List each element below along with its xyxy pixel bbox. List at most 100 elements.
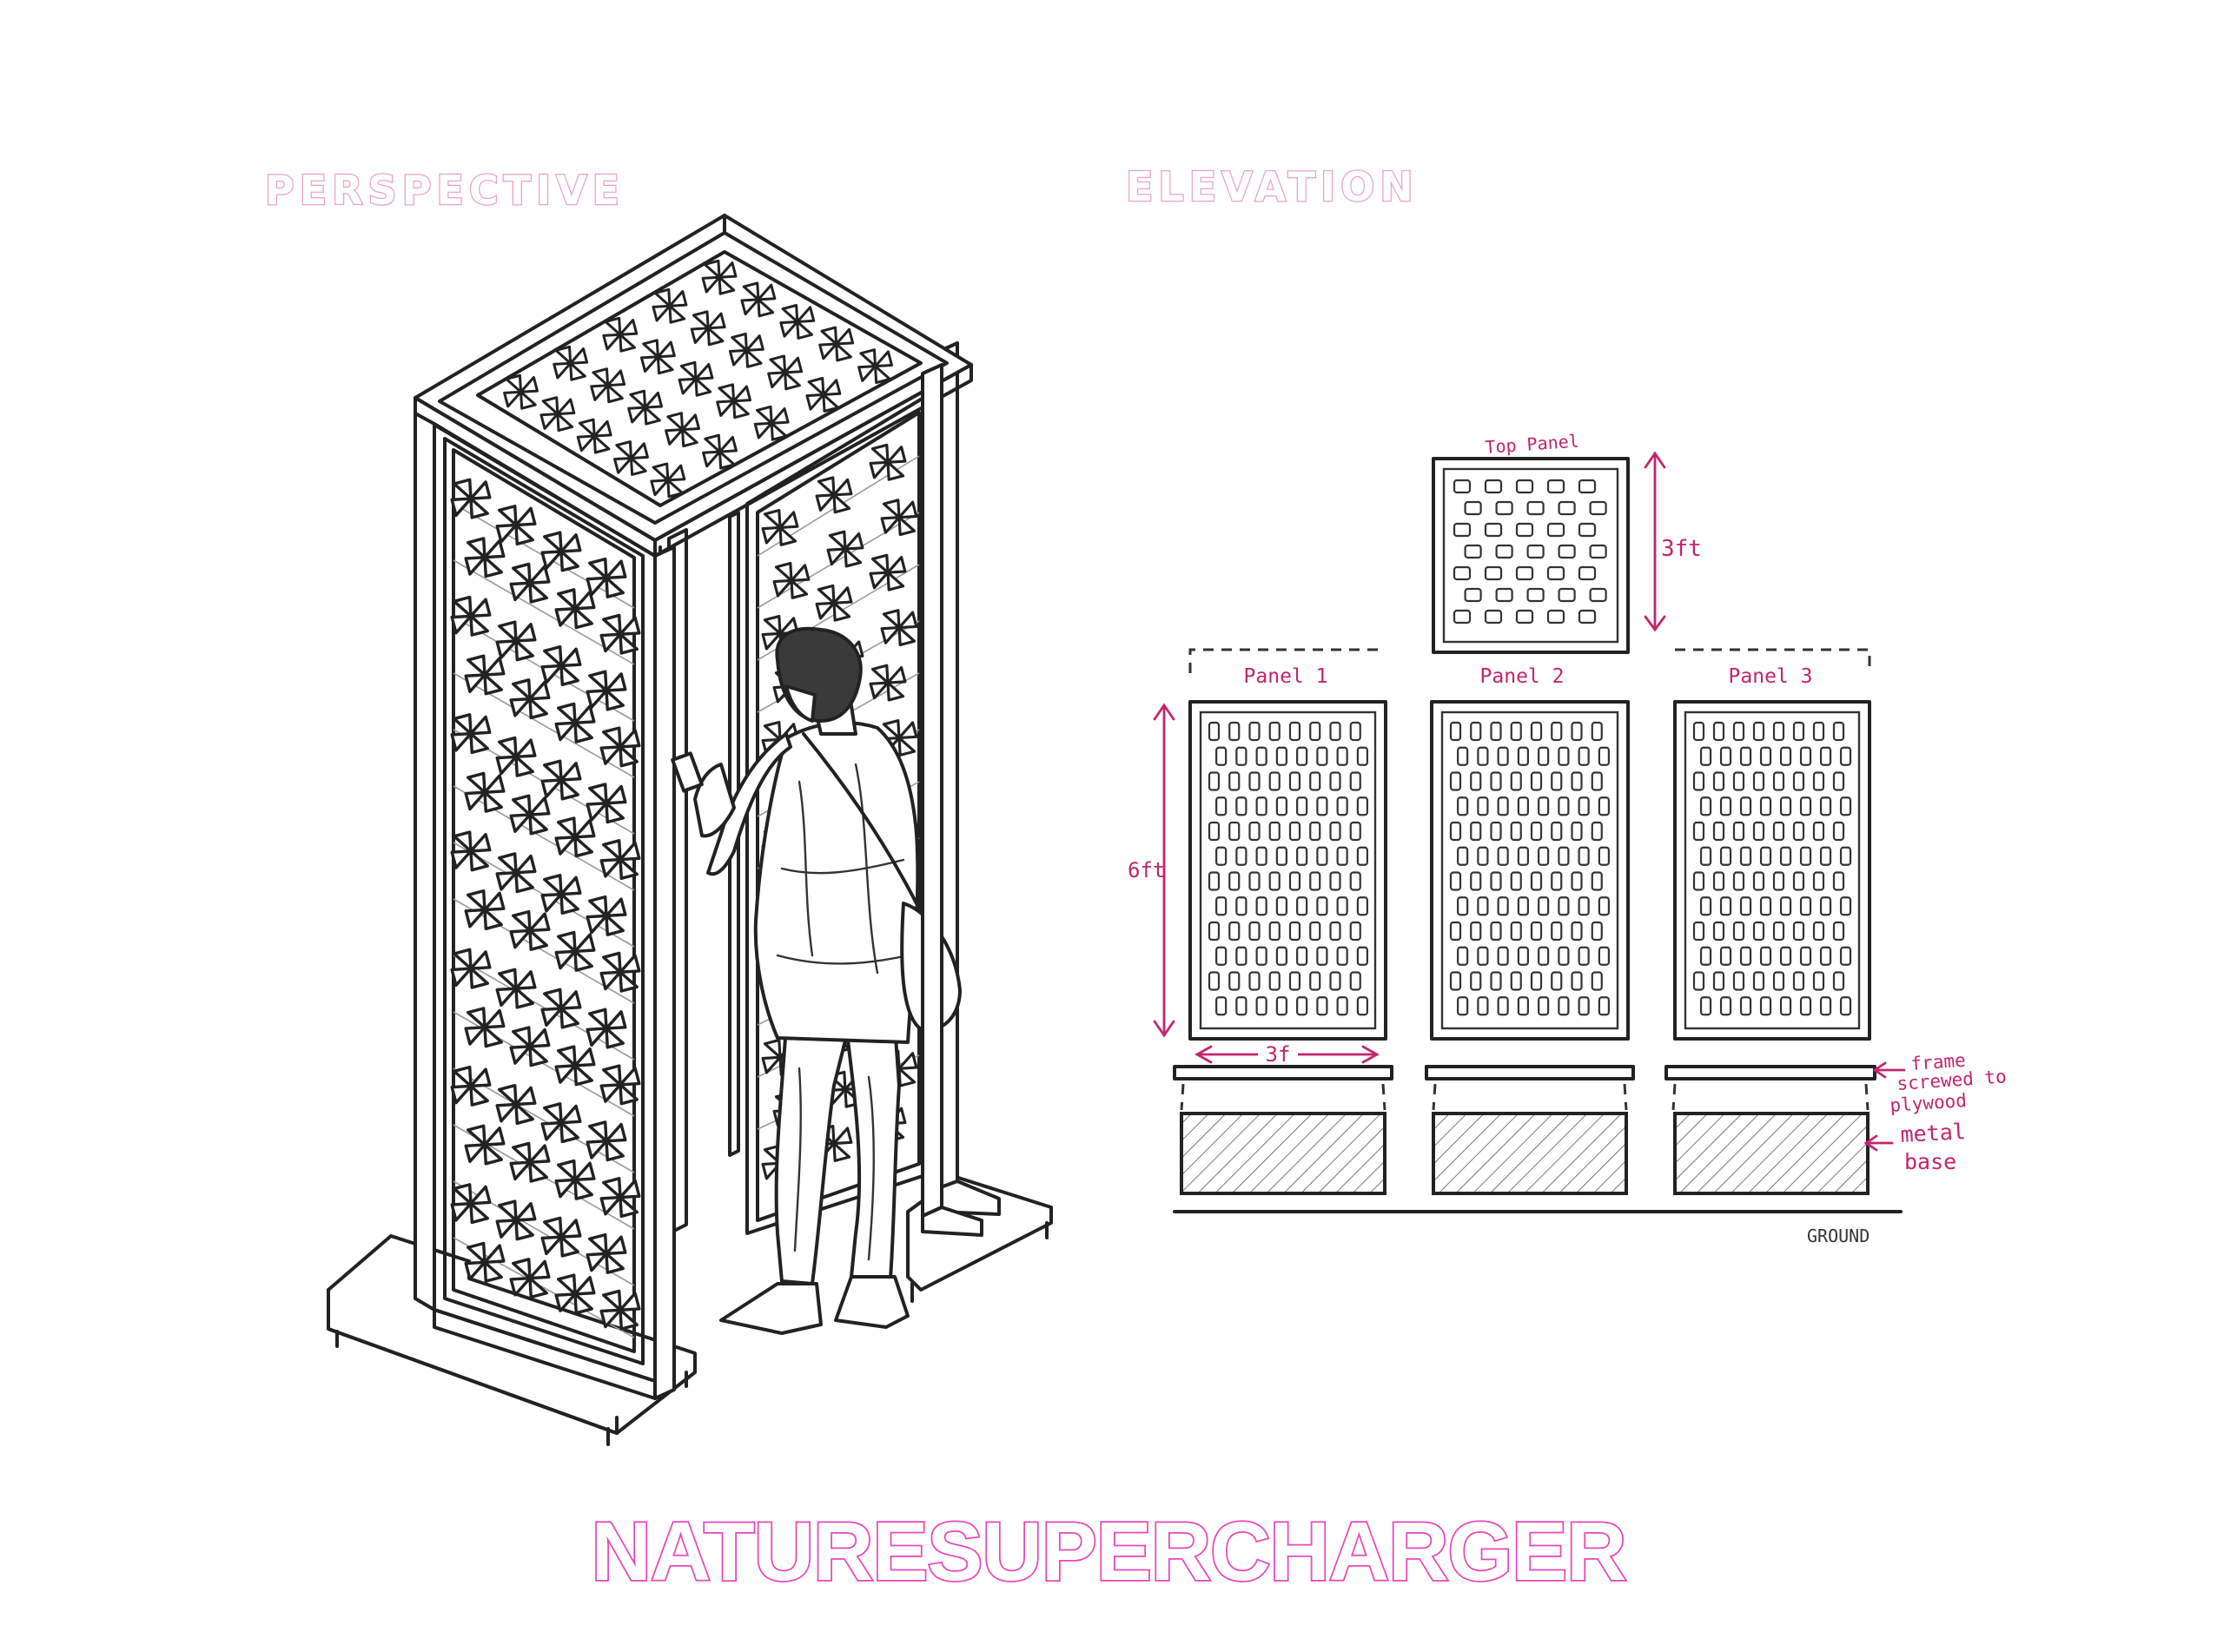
panel-cell xyxy=(1329,921,1341,942)
panel-cell xyxy=(1591,821,1603,842)
panel-cell xyxy=(1530,871,1543,891)
panel-cell xyxy=(1598,896,1610,916)
panel-cell xyxy=(1692,921,1705,942)
pinwheel-icon xyxy=(650,462,686,499)
panel-cell xyxy=(1712,721,1725,742)
panel-cell xyxy=(1228,871,1241,891)
panel-cell xyxy=(1591,771,1603,791)
panel-cell xyxy=(1296,796,1308,816)
panel-cell xyxy=(1578,796,1590,816)
panel-cell xyxy=(1490,771,1502,791)
pinwheel-icon xyxy=(627,389,664,426)
panel-cell xyxy=(1732,871,1745,891)
pinwheel-icon xyxy=(495,620,537,662)
pinwheel-icon xyxy=(702,433,738,470)
panel-cell xyxy=(1792,721,1805,742)
panel-cell xyxy=(1336,946,1348,966)
panel-cell xyxy=(1819,846,1832,866)
panel-cell xyxy=(1453,609,1472,624)
booth-roof xyxy=(414,214,973,558)
panel-cell xyxy=(1598,796,1610,816)
elevation-heading: ELEVATION xyxy=(1125,162,1419,212)
panel-cell xyxy=(1812,721,1825,742)
pinwheel-icon xyxy=(767,354,804,391)
panel-cell xyxy=(1248,871,1261,891)
pinwheel-icon xyxy=(509,562,551,604)
panel-cell xyxy=(1235,946,1247,966)
panel-cell xyxy=(1349,871,1361,891)
panel-cell xyxy=(1759,996,1772,1016)
pinwheel-icon xyxy=(495,505,537,546)
panel-cell xyxy=(1457,846,1469,866)
pinwheel-icon xyxy=(779,304,816,340)
pinwheel-icon xyxy=(857,348,893,385)
panel-cell xyxy=(1812,971,1825,991)
panel-cell xyxy=(1228,821,1241,842)
panel-cell xyxy=(1517,746,1529,766)
pinwheel-icon xyxy=(509,909,551,951)
panel-cell xyxy=(1288,971,1301,991)
panel-cell xyxy=(1275,846,1287,866)
panel-cell xyxy=(1839,746,1852,766)
panel-cell xyxy=(1699,996,1712,1016)
panel-cell xyxy=(1839,796,1852,816)
panel-cell xyxy=(1316,946,1328,966)
panel-cell xyxy=(1329,871,1341,891)
frame-annotation-line-1: frame xyxy=(1910,1050,1967,1074)
panel-cell xyxy=(1832,871,1845,891)
panel-cell xyxy=(1309,771,1321,791)
panel-cell xyxy=(1255,896,1267,916)
panel-cell xyxy=(1739,896,1752,916)
panel-cell xyxy=(1470,721,1482,742)
panel-cell xyxy=(1235,796,1247,816)
panel-cell xyxy=(1288,771,1301,791)
panel-cell xyxy=(1349,821,1361,842)
panel-cell xyxy=(1316,796,1328,816)
pinwheel-icon xyxy=(753,405,790,441)
pinwheel-icon xyxy=(815,584,853,622)
panel-cell xyxy=(1819,796,1832,816)
panel-cell xyxy=(1268,721,1281,742)
panel-cell xyxy=(1752,771,1765,791)
panel-cell xyxy=(1453,565,1472,581)
panel-cell xyxy=(1712,771,1725,791)
panel-cell xyxy=(1578,565,1597,581)
pinwheel-icon xyxy=(599,1289,641,1331)
brand-title: NATURESUPERCHARGER xyxy=(590,1503,1628,1600)
pinwheel-icon xyxy=(450,1065,492,1107)
panel-cell xyxy=(1752,921,1765,942)
panel-cell xyxy=(1453,479,1472,494)
panel-cell xyxy=(1799,746,1812,766)
panel-cell xyxy=(1799,796,1812,816)
panel-cell xyxy=(1309,821,1321,842)
panel-cell xyxy=(1591,921,1603,942)
panel-cell xyxy=(1464,587,1482,603)
panel-cell xyxy=(1799,996,1812,1016)
pinwheel-icon xyxy=(665,412,700,448)
panel-cell xyxy=(1772,721,1785,742)
pinwheel-icon xyxy=(450,948,492,989)
panel-cell xyxy=(1792,821,1805,842)
booth-left-panel xyxy=(414,412,676,1400)
panel-cell xyxy=(1235,846,1247,866)
panel-cell xyxy=(1719,996,1732,1016)
panel-1-label: Panel 1 xyxy=(1244,665,1328,688)
panel-cell xyxy=(1515,479,1534,494)
panel-cell xyxy=(1799,896,1812,916)
panel-cell xyxy=(1336,896,1348,916)
panel-cell xyxy=(1839,896,1852,916)
panel-cell xyxy=(1510,921,1522,942)
panel-cell xyxy=(1571,921,1583,942)
panel-cell xyxy=(1215,796,1228,816)
base-annotation-line-1: metal xyxy=(1900,1119,1967,1147)
panel-cell xyxy=(1692,871,1705,891)
panel-cell xyxy=(1571,721,1583,742)
panel-cell xyxy=(1453,522,1472,538)
panel-cell xyxy=(1812,771,1825,791)
panel-cell xyxy=(1268,771,1281,791)
panel-cell xyxy=(1739,746,1752,766)
panel-cell xyxy=(1591,721,1603,742)
pinwheel-icon xyxy=(495,852,537,894)
panel-cell xyxy=(1799,946,1812,966)
pinwheel-icon xyxy=(540,1216,582,1258)
